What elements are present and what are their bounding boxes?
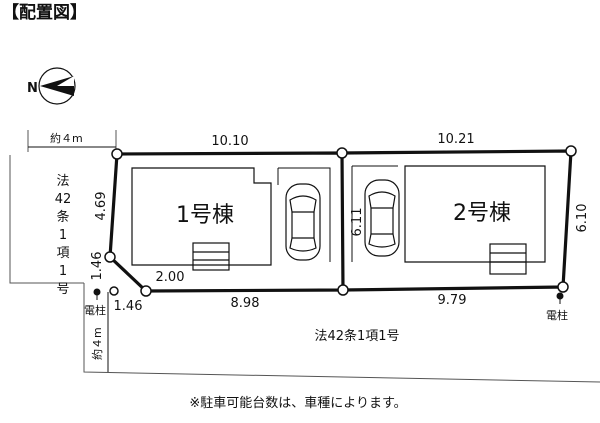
left-road-width: 約４m — [90, 327, 104, 360]
lot-2-boundary — [341, 149, 573, 292]
top-road-width: 約４m — [50, 131, 83, 145]
left-road-char: 項 — [56, 246, 69, 261]
house-2-footprint — [404, 165, 546, 275]
boundary-markers — [104, 145, 577, 297]
left-road-char: 1 — [59, 228, 67, 243]
lot-2-parking-outline — [351, 165, 398, 262]
utility-pole-right-icon — [556, 292, 564, 304]
dim-top-left: 10.10 — [211, 134, 248, 149]
dim-bottom-right: 9.79 — [438, 293, 467, 308]
road-boundaries — [9, 130, 600, 383]
lot-1-boundary — [108, 151, 345, 293]
bottom-road-label: 法42条1項1号 — [314, 328, 399, 344]
dim-left-side: 4.69 — [94, 192, 109, 221]
house-1-footprint — [131, 167, 272, 271]
dim-left-corner-horizontal: 1.46 — [114, 299, 143, 314]
north-letter: N — [27, 81, 38, 96]
dim-bottom-left: 8.98 — [231, 296, 260, 311]
page-title: 【配置図】 — [2, 2, 87, 23]
left-road-char: 法 — [56, 174, 69, 189]
utility-pole-left-icon — [93, 288, 101, 300]
dim-right-side: 6.10 — [575, 204, 590, 233]
left-road-char: 条 — [56, 209, 69, 225]
lot-1-label: 1号棟 — [176, 203, 234, 228]
dim-middle-boundary: 6.11 — [350, 208, 365, 237]
footnote: ※駐車可能台数は、車種によります。 — [189, 395, 406, 411]
left-road-label: 法 42 条 1 項 1 号 — [55, 174, 72, 297]
dim-top-right: 10.21 — [437, 132, 474, 147]
car-2-icon — [364, 179, 400, 257]
dim-corner-diagonal: 2.00 — [156, 270, 185, 285]
left-road-char: 号 — [56, 282, 69, 297]
lot-1-parking-outline — [277, 167, 331, 262]
utility-pole-left-label: 電柱 — [84, 303, 106, 317]
car-1-icon — [285, 183, 321, 261]
left-road-char: 42 — [55, 192, 72, 207]
dim-left-corner-vertical: 1.46 — [90, 252, 105, 281]
north-compass-icon — [38, 67, 76, 105]
lot-2-label: 2号棟 — [453, 201, 511, 226]
utility-pole-right-label: 電柱 — [546, 308, 568, 322]
corner-cut-line — [109, 256, 147, 292]
left-road-char: 1 — [59, 264, 67, 279]
